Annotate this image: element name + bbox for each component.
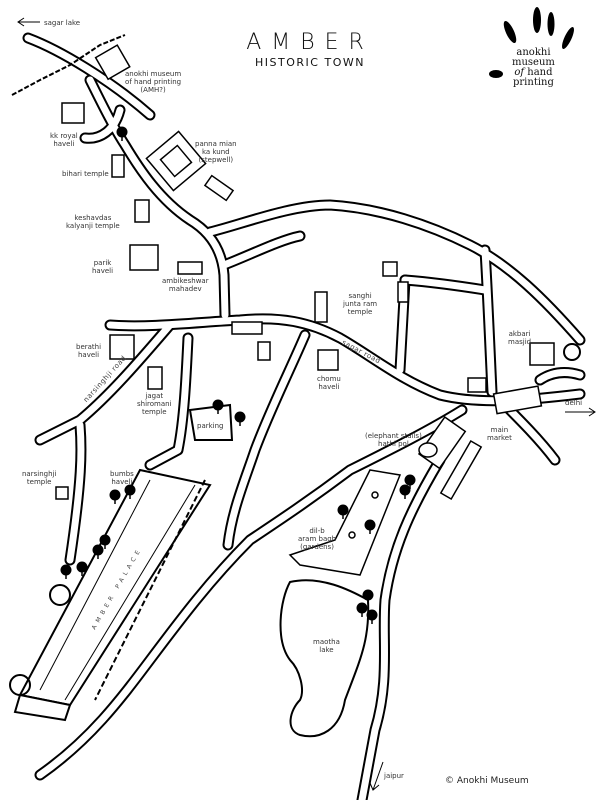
arrow-right-icon: [565, 407, 596, 417]
label-line: hathi pol: [378, 440, 409, 448]
elephant-icon: [418, 442, 438, 458]
direction-jaipur: jaipur: [384, 772, 404, 780]
label-line: jagat: [145, 392, 164, 400]
label-line: mahadev: [168, 285, 202, 293]
label-line: haveli: [92, 267, 114, 275]
label-line: masjid: [508, 338, 532, 346]
roads-fill: [24, 34, 584, 800]
city-wall: [11, 34, 126, 96]
arrow-down-icon: [369, 761, 384, 791]
logo-line: printing: [513, 77, 554, 88]
label-line: haveli: [318, 383, 340, 391]
label-line: junta ram: [343, 300, 378, 308]
label-line: haveli: [53, 140, 75, 148]
label-bihari-temple: bihari temple: [62, 170, 109, 178]
label-line: anokhi museum: [125, 70, 182, 78]
label-line: aram bagh: [298, 535, 337, 543]
label-line: ambikeshwar: [162, 277, 209, 285]
label-line: shiromani: [137, 400, 172, 408]
label-line: haveli: [77, 351, 100, 359]
copyright: © Anokhi Museum: [445, 776, 529, 786]
label-line: parik: [93, 259, 112, 267]
amber-palace-drawing: [9, 468, 212, 722]
garden-drawing: [288, 469, 402, 576]
label-line: (AMH?): [140, 86, 166, 94]
label-line: (stepwell): [198, 156, 234, 164]
label-line: chomu: [317, 375, 341, 383]
hand-logo-icon: [489, 7, 574, 78]
title-sub: HISTORIC TOWN: [255, 56, 365, 69]
label-line: maotha: [313, 638, 340, 646]
label-line: temple: [141, 408, 167, 416]
label-line: haveli: [111, 478, 133, 486]
label-line: (elephant stalls): [365, 432, 422, 440]
logo-line: anokhi: [516, 47, 551, 58]
logo-italic: of: [514, 67, 525, 78]
label-line: lake: [319, 646, 334, 654]
label-line: kk royal: [50, 132, 78, 140]
label-line: ka kund: [202, 148, 230, 156]
direction-sagar-lake: sagar lake: [44, 19, 81, 27]
maotha-lake-shape: [279, 579, 370, 738]
roundabout: [563, 343, 581, 361]
logo-line: of hand: [512, 68, 555, 78]
label-line: of hand printing: [125, 78, 182, 86]
title-main: AMBER: [246, 30, 374, 55]
label-line: bumbs: [110, 470, 134, 478]
anokhi-logo: anokhi museum of hand printing: [512, 48, 555, 88]
label-line: main: [490, 426, 509, 434]
label-line: (gardens): [300, 543, 334, 551]
logo-word: hand: [527, 67, 553, 78]
label-line: panna mian: [195, 140, 237, 148]
stepwell-drawing: [145, 130, 207, 192]
buildings: [55, 44, 555, 501]
label-line: berathi: [76, 343, 102, 351]
map-title: AMBER HISTORIC TOWN: [230, 30, 390, 69]
label-line: sanghi: [348, 292, 372, 300]
label-line: temple: [26, 478, 52, 486]
label-line: narsinghji: [22, 470, 57, 478]
label-line: temple: [347, 308, 373, 316]
arrow-left-icon: [17, 17, 40, 27]
logo-line: museum: [512, 57, 555, 68]
direction-delhi: delhi: [565, 399, 583, 407]
label-line: dil-b: [309, 527, 325, 535]
label-line: keshavdas: [74, 214, 112, 222]
label-line: akbari: [508, 330, 531, 338]
label-parking: parking: [197, 422, 224, 430]
label-line: market: [487, 434, 512, 442]
label-hathi-pol: (elephant stalls)hathi pol: [365, 432, 422, 448]
label-line: kalyanji temple: [66, 222, 120, 230]
